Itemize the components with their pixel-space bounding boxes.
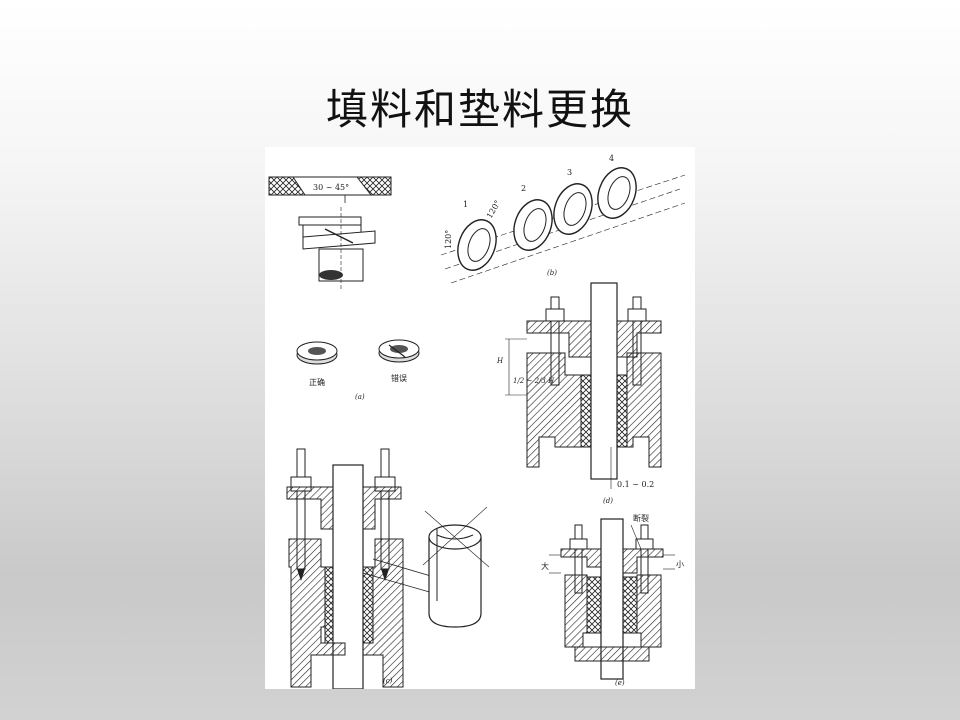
angle-120-side: 120° — [444, 230, 453, 249]
wrong-label: 错误 — [391, 373, 407, 383]
gap-label: 0.1 ~ 0.2 — [617, 480, 654, 489]
ring-number-1: 1 — [463, 200, 468, 209]
packing-replacement-diagram: 30 ~ 45° 正确 错误 (a) — [268, 154, 686, 689]
height-label: H — [496, 357, 504, 365]
caption-a: (a) — [355, 393, 365, 401]
correct-label: 正确 — [309, 377, 325, 387]
figure-panel: 30 ~ 45° 正确 错误 (a) — [265, 147, 695, 689]
caption-e: (e) — [615, 679, 625, 687]
big-label: 大 — [541, 561, 549, 571]
small-label: 小 — [676, 560, 684, 569]
panel-a-cut-packing: 30 ~ 45° 正确 错误 (a) — [268, 176, 420, 401]
panel-e-cracked-packing: 断裂 大 小 (e) — [541, 513, 684, 687]
caption-b: (b) — [547, 269, 557, 277]
ring-number-4: 4 — [609, 154, 614, 163]
fraction-label: 1/2 ~ 2/3 H — [513, 377, 555, 385]
panel-c-packing-removal: (c) — [286, 448, 490, 689]
caption-d: (d) — [603, 497, 613, 505]
angle-label: 30 ~ 45° — [313, 183, 349, 192]
slide-title: 填料和垫料更换 — [325, 85, 634, 134]
panel-d-stuffing-box: H 1/2 ~ 2/3 H 0.1 ~ 0.2 (d) — [496, 282, 662, 505]
caption-c: (c) — [383, 677, 393, 685]
angle-120-top: 120° — [485, 199, 502, 220]
crack-label: 断裂 — [633, 513, 649, 523]
panel-b-ring-arrangement: 1 2 3 4 120° 120° (b) — [440, 154, 686, 284]
ring-number-2: 2 — [521, 184, 526, 193]
ring-number-3: 3 — [567, 168, 572, 177]
